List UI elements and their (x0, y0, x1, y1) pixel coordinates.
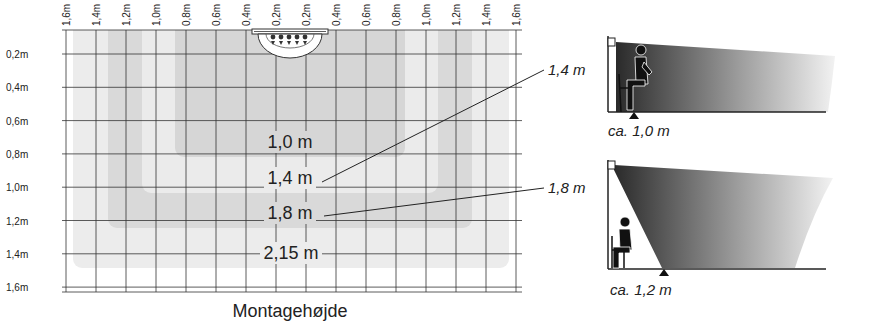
axis-label-x: 1,0m (151, 4, 162, 26)
grid-line (456, 30, 457, 292)
grid-line (246, 30, 247, 292)
height-label: ca. 1,2 m (610, 281, 672, 299)
detection-band: 1,8 m 1,4 m 1,0 m (108, 30, 472, 228)
side-view-lower (608, 160, 833, 276)
grid-line (62, 220, 522, 221)
grid-line (62, 292, 522, 293)
grid-line (156, 30, 157, 292)
axis-label-x: 0,8m (391, 4, 402, 26)
axis-label-x: 1,4m (481, 4, 492, 26)
grid-line (486, 30, 487, 292)
axis-label-x: 1,2m (451, 4, 462, 26)
axis-label-x: 1,4m (91, 4, 102, 26)
leader-line (322, 70, 544, 182)
axis-label-y: 0,2m (6, 49, 28, 60)
axis-label-x: 0,6m (211, 4, 222, 26)
axis-label-y: 1,4m (6, 248, 28, 259)
grid-line (306, 30, 307, 292)
axis-label-x: 0,4m (331, 4, 342, 26)
grid-line (426, 30, 427, 292)
grid-line (516, 30, 517, 292)
range-label: 2,15 m (260, 242, 321, 264)
axis-label-y: 0,6m (6, 115, 28, 126)
grid-line (62, 287, 522, 288)
grid-line (66, 30, 67, 292)
axis-label-x: 0,2m (271, 4, 282, 26)
axis-label-x: 1,6m (61, 4, 72, 26)
axis-label-x: 0,4m (241, 4, 252, 26)
grid-line (62, 153, 522, 154)
axis-label-x: 1,6m (511, 4, 522, 26)
caption: Montagehøjde (232, 301, 347, 321)
range-label: 1,0 m (264, 131, 315, 153)
person-seated (613, 217, 632, 268)
grid-line (336, 30, 337, 292)
axis-label-y: 0,4m (6, 82, 28, 93)
person-seated (627, 45, 652, 110)
side-view-upper (608, 36, 835, 119)
leader-line (324, 188, 544, 216)
axis-label-y: 1,2m (6, 215, 28, 226)
grid-line (216, 30, 217, 292)
axis-label-y: 0,8m (6, 148, 28, 159)
grid-line (96, 30, 97, 292)
grid-line (366, 30, 367, 292)
height-label: ca. 1,0 m (608, 122, 670, 140)
detection-band: 2,15 m 1,8 m 1,4 m 1,0 m (73, 30, 509, 268)
grid-line (126, 30, 127, 292)
grid-line (62, 253, 522, 254)
range-label: 1,8 m (264, 202, 315, 224)
axis-label-x: 0,2m (301, 4, 312, 26)
grid-line (62, 187, 522, 188)
axis-label-y: 1,6m (6, 282, 28, 293)
axis-label-x: 1,0m (421, 4, 432, 26)
axis-label-x: 0,6m (361, 4, 372, 26)
grid-line (62, 120, 522, 121)
axis-label-x: 0,8m (181, 4, 192, 26)
grid (62, 30, 522, 292)
height-label: 1,8 m (548, 179, 586, 197)
axis-label-x: 1,2m (121, 4, 132, 26)
grid-line (62, 87, 522, 88)
grid-line (396, 30, 397, 292)
height-label: 1,4 m (548, 61, 586, 79)
grid-line (186, 30, 187, 292)
range-label: 1,4 m (264, 167, 315, 189)
grid-line (276, 30, 277, 292)
axis-label-y: 1,0m (6, 182, 28, 193)
sensor-symbol (252, 29, 328, 58)
